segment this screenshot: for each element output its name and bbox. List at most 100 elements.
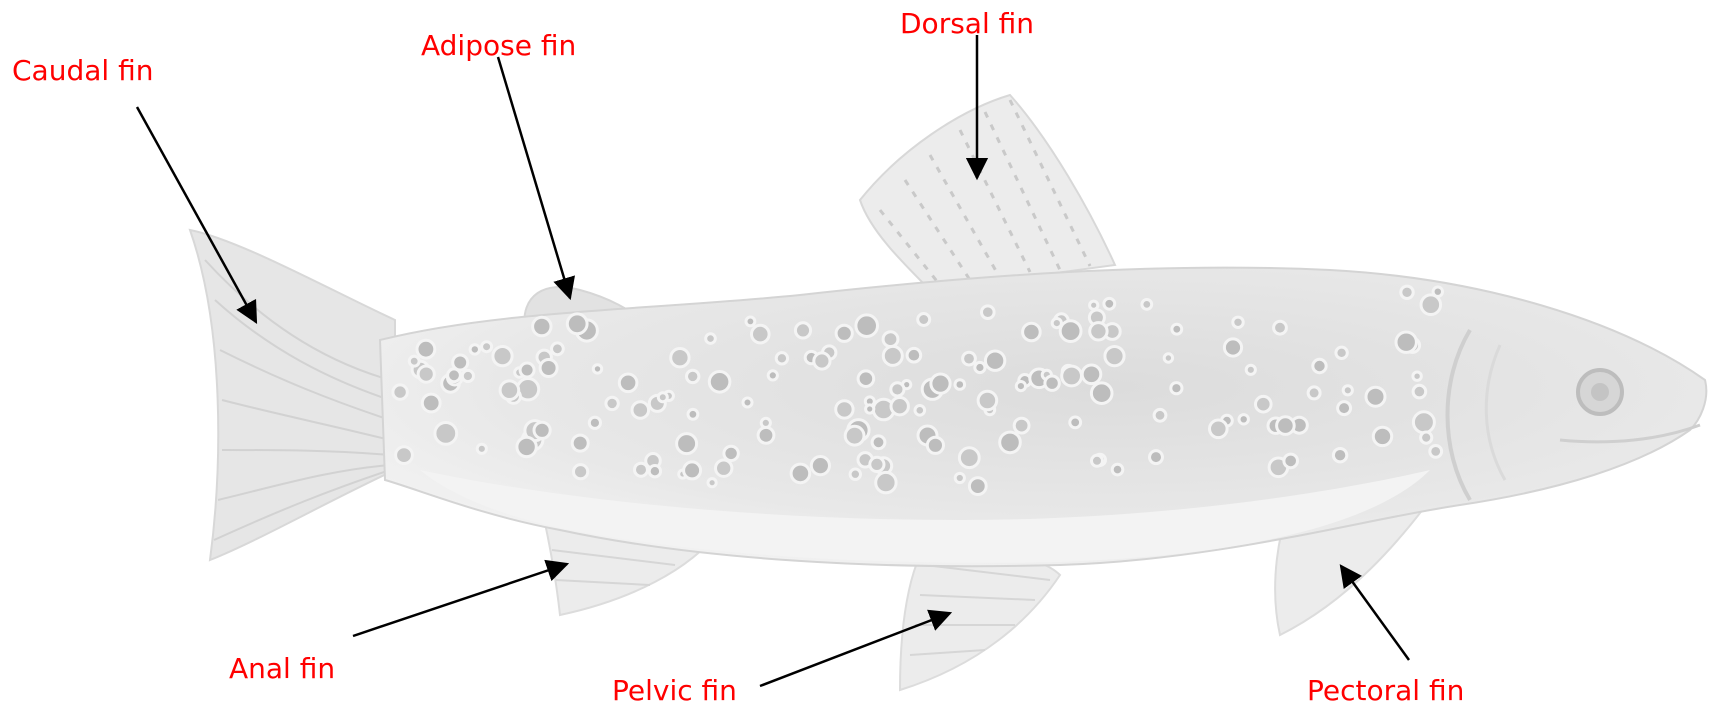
body-spot: [632, 402, 649, 419]
body-spot: [1401, 286, 1413, 298]
body-spot: [1112, 464, 1123, 475]
body-spot: [534, 422, 550, 438]
adipose-fin-label: Adipose fin: [421, 32, 576, 60]
body-spot: [1274, 321, 1287, 334]
body-spot: [1366, 387, 1385, 406]
body-spot: [870, 457, 884, 471]
body-spot: [435, 423, 457, 445]
body-spot: [1000, 432, 1021, 453]
body-spot: [866, 405, 874, 413]
body-spot: [540, 360, 557, 377]
body-spot: [493, 347, 512, 366]
body-spot: [1090, 301, 1098, 309]
body-spot: [1413, 385, 1426, 398]
body-spot: [520, 363, 534, 377]
body-spot: [589, 417, 600, 428]
body-spot: [776, 353, 787, 364]
body-spot: [1336, 347, 1347, 358]
body-spot: [1343, 386, 1352, 395]
body-spot: [567, 314, 587, 334]
caudal-fin-label: Caudal fin: [12, 57, 153, 85]
body-spot: [517, 437, 536, 456]
body-spot: [975, 362, 985, 372]
caudal-fin-shape: [190, 230, 395, 560]
pelvic-fin-label: Pelvic fin: [612, 677, 737, 705]
body-spot: [709, 372, 730, 393]
body-spot: [574, 465, 588, 479]
body-spot: [1421, 295, 1441, 315]
body-spot: [635, 463, 648, 476]
anal-fin-arrow: [353, 564, 567, 636]
body-spot: [1313, 359, 1326, 372]
body-spot: [1171, 383, 1182, 394]
body-spot: [1154, 409, 1166, 421]
body-spot: [1233, 317, 1243, 327]
body-spot: [743, 398, 752, 407]
body-spot: [955, 473, 964, 482]
body-spot: [1430, 446, 1442, 458]
body-spot: [649, 466, 660, 477]
body-spot: [716, 460, 732, 476]
body-spot: [1210, 420, 1228, 438]
body-spot: [883, 346, 902, 365]
body-spot: [619, 374, 637, 392]
body-spot: [533, 317, 551, 335]
body-spot: [836, 325, 852, 341]
body-spot: [963, 352, 976, 365]
body-spot: [1284, 454, 1298, 468]
pectoral-fin-arrow: [1341, 566, 1409, 660]
body-spot: [708, 479, 716, 487]
adipose-fin-arrow: [498, 57, 570, 298]
body-spot: [1105, 347, 1124, 366]
body-spot: [1413, 372, 1421, 380]
body-spot: [453, 355, 468, 370]
body-spot: [1091, 383, 1112, 404]
body-spot: [1421, 432, 1432, 443]
body-spot: [1333, 449, 1346, 462]
body-spot: [959, 448, 979, 468]
body-spot: [1338, 402, 1351, 415]
body-spot: [1016, 382, 1025, 391]
body-spot: [872, 436, 885, 449]
body-spot: [927, 437, 943, 453]
body-spot: [856, 315, 878, 337]
dorsal-fin-shape: [860, 95, 1115, 290]
body-spot: [1023, 323, 1041, 341]
caudal-fin-arrow: [137, 107, 256, 322]
body-spot: [907, 348, 921, 362]
body-spot: [931, 374, 950, 393]
body-spot: [422, 394, 440, 412]
body-spot: [746, 317, 755, 326]
body-spot: [978, 391, 997, 410]
body-spot: [724, 446, 738, 460]
body-spot: [470, 345, 479, 354]
body-spot: [687, 370, 699, 382]
body-spot: [1104, 298, 1115, 309]
body-spot: [876, 472, 896, 492]
body-spot: [1062, 366, 1082, 386]
body-spot: [658, 393, 667, 402]
body-spot: [915, 406, 925, 416]
body-spot: [1277, 417, 1295, 435]
body-spot: [393, 385, 407, 399]
anal-fin-label: Anal fin: [229, 655, 335, 683]
body-spot: [1164, 354, 1172, 362]
body-spot: [477, 444, 486, 453]
body-spot: [891, 383, 904, 396]
body-spot: [1413, 412, 1434, 433]
body-spot: [1224, 339, 1241, 356]
body-spot: [1070, 417, 1081, 428]
body-spot: [969, 478, 986, 495]
body-spot: [858, 371, 874, 387]
body-spot: [1256, 396, 1272, 412]
body-spot: [688, 409, 698, 419]
body-spot: [1396, 332, 1416, 352]
dorsal-fin-label: Dorsal fin: [900, 10, 1034, 38]
body-spot: [396, 447, 413, 464]
body-spot: [500, 381, 519, 400]
body-spot: [768, 371, 777, 380]
body-spot: [671, 349, 689, 367]
pectoral-fin-label: Pectoral fin: [1307, 677, 1464, 705]
body-spot: [1090, 323, 1107, 340]
